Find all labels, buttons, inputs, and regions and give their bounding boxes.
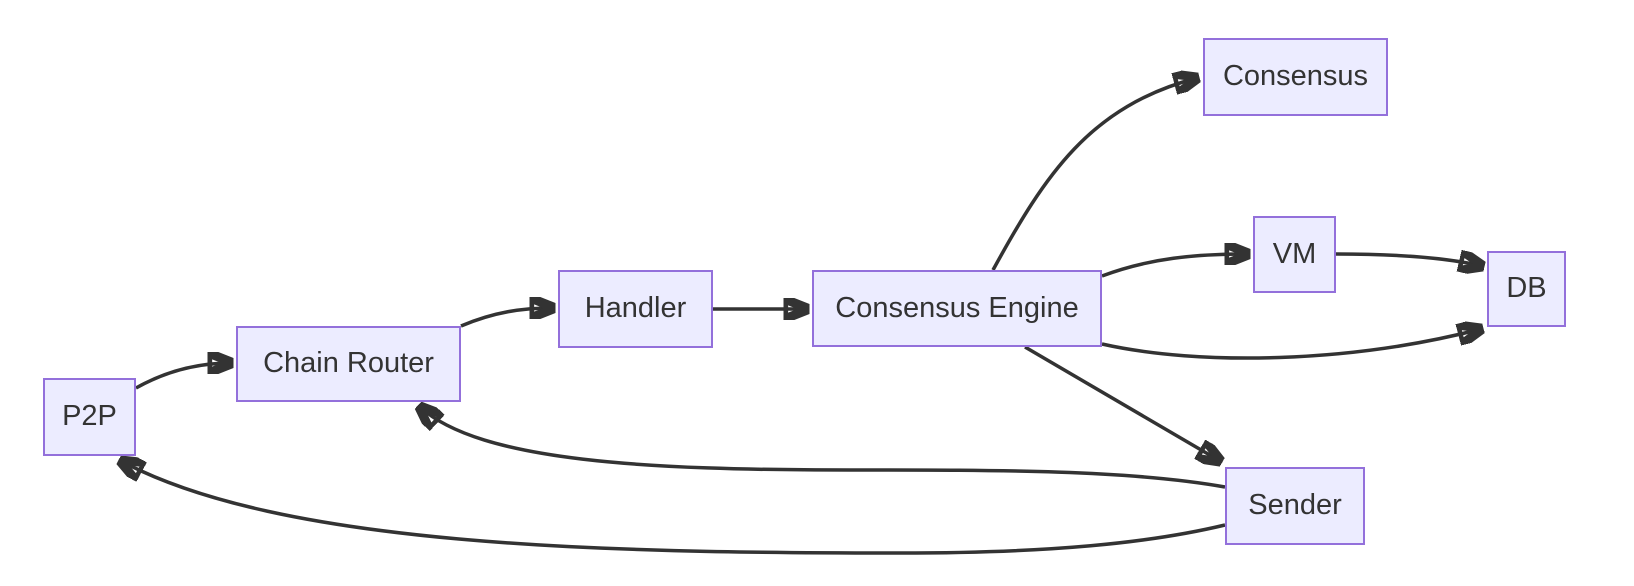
node-p2p-label: P2P [62,400,117,433]
node-handler: Handler [558,270,713,348]
node-vm-label: VM [1272,237,1317,270]
edge-consensus-engine-to-vm [1101,254,1248,278]
node-chain-router-label: Chain Router [263,347,434,380]
node-consensus-engine-label: Consensus Engine [835,291,1079,324]
node-consensus: Consensus [1203,38,1388,116]
node-db: DB [1487,251,1566,327]
node-handler-label: Handler [584,292,687,325]
edge-sender-to-chain-router [420,407,1226,489]
node-consensus-engine: Consensus Engine [812,270,1102,347]
node-sender: Sender [1225,467,1365,545]
node-consensus-label: Consensus [1222,60,1369,93]
node-chain-router: Chain Router [236,326,461,402]
edge-consensus-engine-to-consensus [991,78,1197,271]
node-vm: VM [1253,216,1336,293]
edge-sender-to-p2p [121,461,1226,555]
node-db-label: DB [1506,272,1547,305]
edge-p2p-to-chain-router [135,363,231,390]
edge-consensus-engine-to-sender [1024,345,1220,461]
node-sender-label: Sender [1248,489,1342,522]
edge-vm-to-db [1335,254,1482,266]
node-p2p: P2P [43,378,136,456]
edge-consensus-engine-to-db [1101,329,1481,360]
edge-chain-router-to-handler [460,308,553,328]
